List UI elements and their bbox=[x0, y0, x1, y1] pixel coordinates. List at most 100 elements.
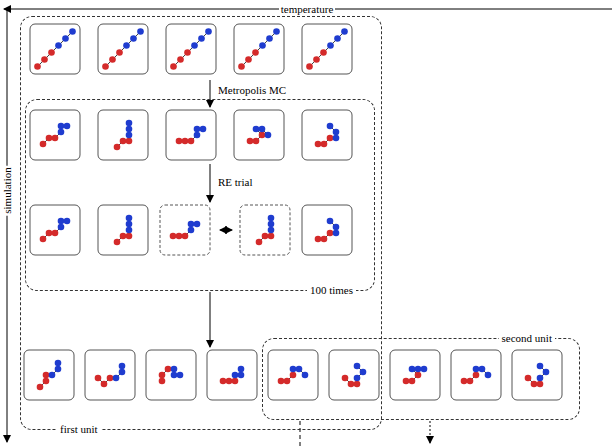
bead bbox=[188, 221, 195, 228]
configuration-box bbox=[98, 110, 148, 160]
bead bbox=[334, 35, 341, 42]
configuration-box bbox=[98, 24, 148, 74]
bead bbox=[126, 215, 133, 222]
axis-label: simulation bbox=[1, 165, 14, 215]
bead bbox=[315, 236, 322, 243]
bead bbox=[354, 375, 361, 382]
bead bbox=[315, 141, 322, 148]
bead bbox=[348, 381, 355, 388]
bead bbox=[198, 35, 205, 42]
bead bbox=[537, 363, 544, 370]
bead bbox=[126, 126, 133, 133]
bead bbox=[194, 132, 201, 139]
bead bbox=[58, 224, 65, 231]
bead bbox=[46, 135, 53, 142]
bead bbox=[333, 230, 340, 237]
bond bbox=[106, 32, 141, 67]
bead bbox=[265, 132, 272, 139]
bead bbox=[159, 378, 166, 385]
bead bbox=[113, 375, 120, 382]
bead bbox=[165, 366, 172, 373]
bead bbox=[461, 378, 468, 385]
bead bbox=[313, 56, 320, 63]
configuration-box bbox=[451, 350, 501, 400]
configuration-box bbox=[30, 110, 80, 160]
bead bbox=[40, 141, 47, 148]
bead bbox=[531, 381, 538, 388]
bead bbox=[268, 227, 275, 234]
bead bbox=[537, 381, 544, 388]
bead bbox=[333, 129, 340, 136]
group-label: second unit bbox=[499, 332, 555, 345]
bead bbox=[320, 49, 327, 56]
bead bbox=[114, 239, 121, 246]
bead bbox=[327, 218, 334, 225]
bead bbox=[409, 378, 416, 385]
bead bbox=[41, 56, 48, 63]
bead bbox=[238, 372, 245, 379]
bead bbox=[238, 63, 245, 70]
step-arrow bbox=[210, 292, 211, 347]
bead bbox=[232, 378, 239, 385]
bead bbox=[191, 42, 198, 49]
bead bbox=[333, 224, 340, 231]
bead bbox=[360, 369, 367, 376]
bead bbox=[306, 63, 313, 70]
bead bbox=[126, 227, 133, 234]
bead bbox=[321, 236, 328, 243]
bead bbox=[194, 221, 201, 228]
bead bbox=[266, 35, 273, 42]
bead bbox=[170, 63, 177, 70]
bead bbox=[200, 126, 207, 133]
bead bbox=[421, 366, 428, 373]
bead bbox=[48, 49, 55, 56]
configuration-box bbox=[240, 205, 290, 255]
bead bbox=[55, 360, 62, 367]
configuration-box bbox=[30, 205, 80, 255]
bead bbox=[43, 378, 50, 385]
configuration-box bbox=[302, 205, 352, 255]
bead bbox=[120, 138, 127, 145]
bead bbox=[64, 123, 71, 130]
bead bbox=[101, 381, 108, 388]
bead bbox=[273, 28, 280, 35]
bead bbox=[290, 366, 297, 373]
configuration-box bbox=[329, 350, 379, 400]
bead bbox=[238, 366, 245, 373]
bead bbox=[473, 372, 480, 379]
bead bbox=[123, 42, 130, 49]
configuration-box bbox=[166, 24, 216, 74]
bond bbox=[528, 366, 546, 384]
bead bbox=[188, 138, 195, 145]
bead bbox=[525, 375, 532, 382]
bond bbox=[38, 32, 73, 67]
configuration-box bbox=[160, 205, 210, 255]
bead bbox=[327, 230, 334, 237]
bead bbox=[69, 28, 76, 35]
step-label: Metropolis MC bbox=[216, 84, 288, 97]
bead bbox=[46, 230, 53, 237]
bead bbox=[102, 63, 109, 70]
bead bbox=[130, 35, 137, 42]
configuration-box bbox=[234, 24, 284, 74]
bead bbox=[34, 63, 41, 70]
bead bbox=[177, 56, 184, 63]
bead bbox=[262, 233, 269, 240]
bead bbox=[253, 126, 260, 133]
bead bbox=[120, 233, 127, 240]
bead bbox=[64, 218, 71, 225]
dashed-group: second unit bbox=[262, 338, 580, 420]
bead bbox=[119, 369, 126, 376]
bead bbox=[252, 49, 259, 56]
bead bbox=[126, 233, 133, 240]
configuration-box bbox=[85, 350, 135, 400]
group-label: first unit bbox=[57, 423, 101, 436]
bond bbox=[174, 32, 209, 67]
bead bbox=[321, 141, 328, 148]
bond bbox=[318, 221, 336, 239]
bead bbox=[467, 378, 474, 385]
bead bbox=[194, 126, 201, 133]
bead bbox=[268, 215, 275, 222]
bead bbox=[543, 369, 550, 376]
bead bbox=[159, 372, 166, 379]
